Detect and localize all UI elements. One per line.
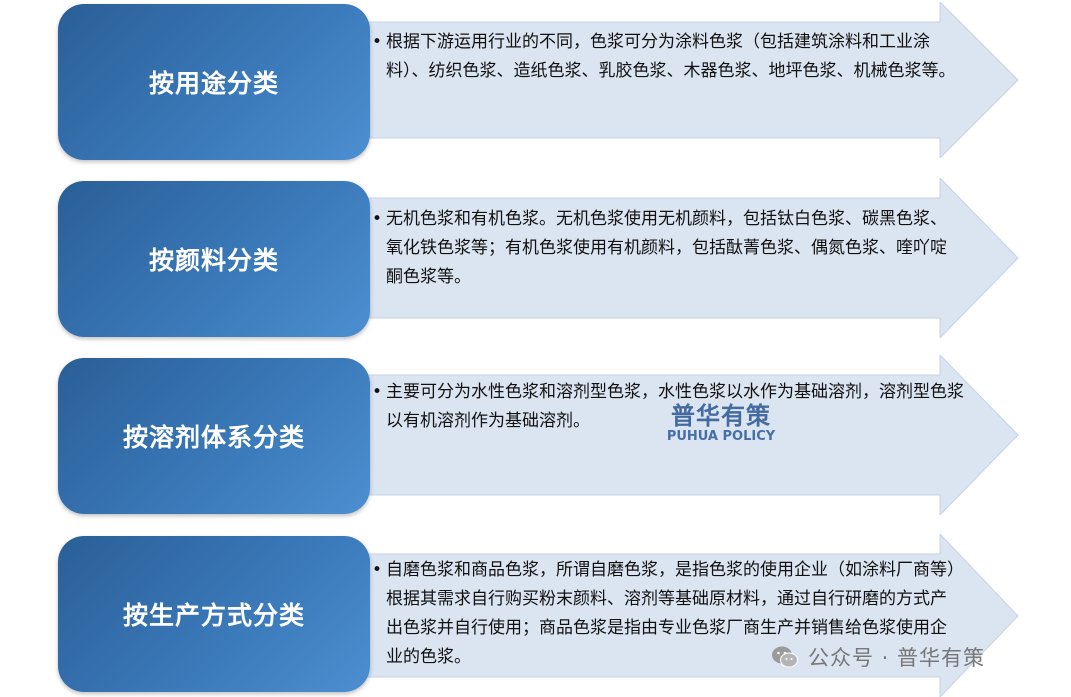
watermark-en: PUHUA POLICY — [666, 429, 776, 444]
description-text: 无机色浆和有机色浆。无机色浆使用无机颜料，包括钛白色浆、碳黑色浆、氧化铁色浆等；… — [386, 209, 947, 287]
watermark-cn: 普华有策 — [671, 402, 771, 430]
arrow-shape — [340, 178, 1020, 338]
category-label: 按生产方式分类 — [122, 601, 305, 630]
category-label: 按用途分类 — [148, 69, 279, 98]
category-description: • 主要可分为水性色浆和溶剂型色浆，水性色浆以水作为基础溶剂，溶剂型色浆以有机溶… — [372, 378, 967, 436]
category-description: • 无机色浆和有机色浆。无机色浆使用无机颜料，包括钛白色浆、碳黑色浆、氧化铁色浆… — [372, 205, 957, 292]
wechat-watermark: 公众号 · 普华有策 — [770, 640, 985, 674]
category-label: 按溶剂体系分类 — [122, 423, 305, 452]
wechat-icon — [772, 646, 798, 668]
category-description: • 自磨色浆和商品色浆，所谓自磨色浆，是指色浆的使用企业（如涂料厂商等）根据其需… — [372, 556, 957, 672]
description-text: 自磨色浆和商品色浆，所谓自磨色浆，是指色浆的使用企业（如涂料厂商等）根据其需求自… — [386, 560, 956, 667]
category-label: 按颜料分类 — [148, 246, 279, 275]
category-label-box: 按生产方式分类 — [58, 536, 370, 692]
bullet-icon: • — [372, 560, 383, 580]
category-label-box: 按溶剂体系分类 — [58, 358, 370, 514]
wechat-watermark-text: 公众号 · 普华有策 — [808, 646, 986, 670]
bullet-icon: • — [372, 209, 383, 229]
arrow-shape — [340, 534, 1020, 697]
description-text: 主要可分为水性色浆和溶剂型色浆，水性色浆以水作为基础溶剂，溶剂型色浆以有机溶剂作… — [386, 382, 964, 431]
arrow-shape — [340, 355, 1020, 515]
arrow-shape — [340, 2, 1020, 158]
description-text: 根据下游运用行业的不同，色浆可分为涂料色浆（包括建筑涂料和工业涂料）、纺织色浆、… — [386, 32, 956, 81]
puhua-logo-watermark: 普华有策 PUHUA POLICY — [661, 396, 781, 444]
bullet-icon: • — [372, 382, 383, 402]
category-label-box: 按颜料分类 — [58, 181, 370, 337]
category-description: • 根据下游运用行业的不同，色浆可分为涂料色浆（包括建筑涂料和工业涂料）、纺织色… — [372, 28, 957, 86]
bullet-icon: • — [372, 32, 383, 52]
category-label-box: 按用途分类 — [58, 4, 370, 160]
